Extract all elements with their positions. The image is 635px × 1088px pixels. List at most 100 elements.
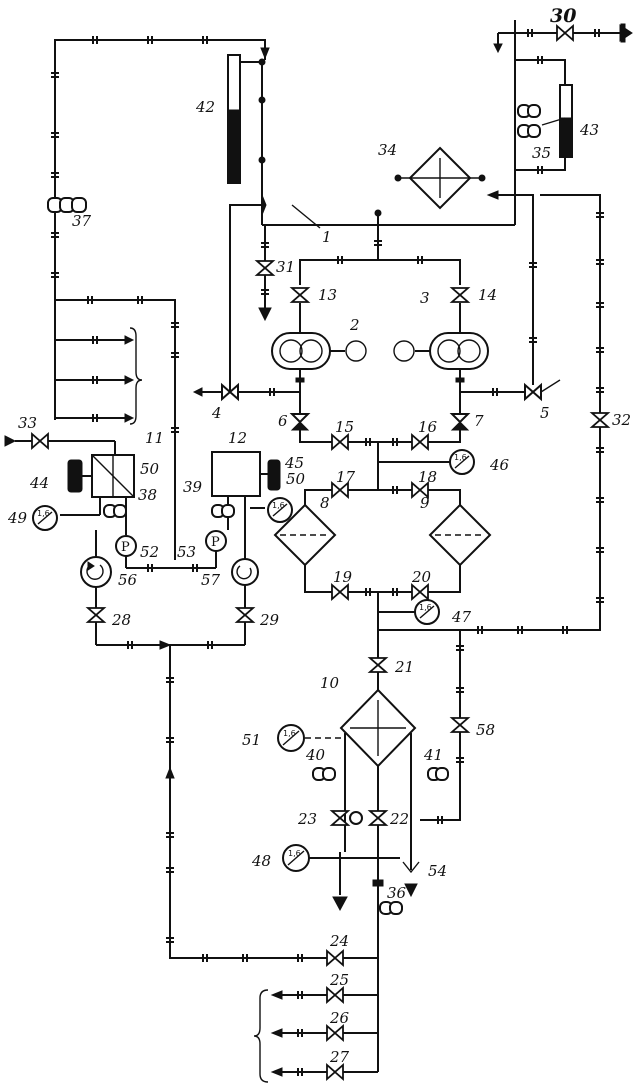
label-53: 53 [177,543,196,561]
label-31: 31 [276,258,295,276]
svg-text:1,6: 1,6 [419,603,432,612]
valve-24[interactable] [326,950,344,966]
label-39: 39 [183,478,203,496]
label-47: 47 [451,608,472,626]
pump-57 [231,558,259,586]
valve-21[interactable] [369,657,387,673]
filter-9 [428,503,492,567]
filter-8 [273,503,337,567]
valve-29[interactable] [236,607,254,623]
separator-10 [305,688,417,768]
reference-labels: 30 42 43 35 34 37 1 31 13 14 2 3 4 5 6 7… [7,5,631,1066]
svg-text:P: P [211,535,220,550]
label-3: 3 [420,289,430,307]
label-10: 10 [320,674,340,692]
label-45: 45 [284,454,304,472]
label-14: 14 [478,286,497,304]
valve-28[interactable] [87,607,105,623]
svg-text:1,6: 1,6 [37,509,50,518]
valve-27[interactable] [326,1064,344,1080]
label-26: 26 [329,1009,350,1027]
label-4: 4 [211,404,222,422]
label-24: 24 [329,932,349,950]
meter-51: 1,6 [277,724,305,752]
label-43: 43 [579,121,599,139]
label-48: 48 [251,852,271,870]
label-1: 1 [322,228,332,246]
label-50b: 50 [286,470,306,488]
svg-text:1,6: 1,6 [272,501,285,510]
label-11: 11 [145,429,164,447]
unit-11 [60,454,135,535]
label-36: 36 [387,884,407,902]
valve-13[interactable] [291,287,309,303]
svg-text:1,6: 1,6 [454,453,467,462]
relief-valve-5[interactable] [460,190,561,402]
label-9: 9 [420,494,430,512]
valve-15[interactable] [331,434,349,450]
level-gauge-42 [227,54,266,225]
label-58: 58 [476,721,495,739]
left-top-pipeline [47,35,270,560]
label-54: 54 [428,862,447,880]
valve-25[interactable] [326,987,344,1003]
label-6: 6 [278,412,288,430]
label-50a: 50 [140,460,160,478]
meter-48: 1,6 [282,844,310,872]
label-13: 13 [318,286,337,304]
label-27: 27 [329,1048,350,1066]
label-12: 12 [228,429,247,447]
label-19: 19 [333,568,353,586]
label-38: 38 [138,486,157,504]
label-2: 2 [349,316,360,334]
valve-20[interactable] [411,584,429,600]
label-40: 40 [305,746,326,764]
meter-46: 1,6 [449,449,475,475]
unit-12 [211,451,281,560]
label-20: 20 [411,568,432,586]
pressure-gauge-57: P [205,530,227,552]
valve-22[interactable] [369,810,387,826]
label-34: 34 [378,141,397,159]
label-33: 33 [18,414,37,432]
label-49: 49 [7,509,28,527]
svg-text:1,6: 1,6 [283,729,296,738]
pressure-gauge-52: P [115,535,137,557]
relief-valve-4[interactable] [192,360,300,402]
label-5: 5 [540,404,550,422]
valve-58[interactable] [451,717,469,733]
label-16: 16 [418,418,438,436]
valve-19[interactable] [331,584,349,600]
label-7: 7 [474,412,484,430]
check-valve-6[interactable] [289,413,311,431]
label-37: 37 [72,212,92,230]
pump-56 [80,556,112,588]
label-57: 57 [201,571,221,589]
valve-14[interactable] [451,287,469,303]
label-51: 51 [242,731,261,749]
valve-32[interactable] [591,412,609,428]
meter-50b: 1,6 [267,497,293,523]
label-56: 56 [118,571,138,589]
collector-1 [229,194,515,360]
valve-26[interactable] [326,1025,344,1041]
label-44: 44 [29,474,49,492]
valve-16[interactable] [411,434,429,450]
label-42: 42 [195,98,215,116]
label-21: 21 [394,658,414,676]
label-29: 29 [259,611,280,629]
label-23: 23 [297,810,317,828]
label-30: 30 [550,5,576,27]
label-32: 32 [612,411,631,429]
label-22: 22 [389,810,409,828]
label-8: 8 [320,494,330,512]
label-17: 17 [336,468,356,486]
label-28: 28 [111,611,131,629]
label-15: 15 [335,418,354,436]
meter-49: 1,6 [32,505,58,531]
check-valve-7[interactable] [449,413,471,431]
svg-text:1,6: 1,6 [288,849,301,858]
heat-exchanger-34 [394,146,486,210]
pump-unit-2 [271,332,367,370]
